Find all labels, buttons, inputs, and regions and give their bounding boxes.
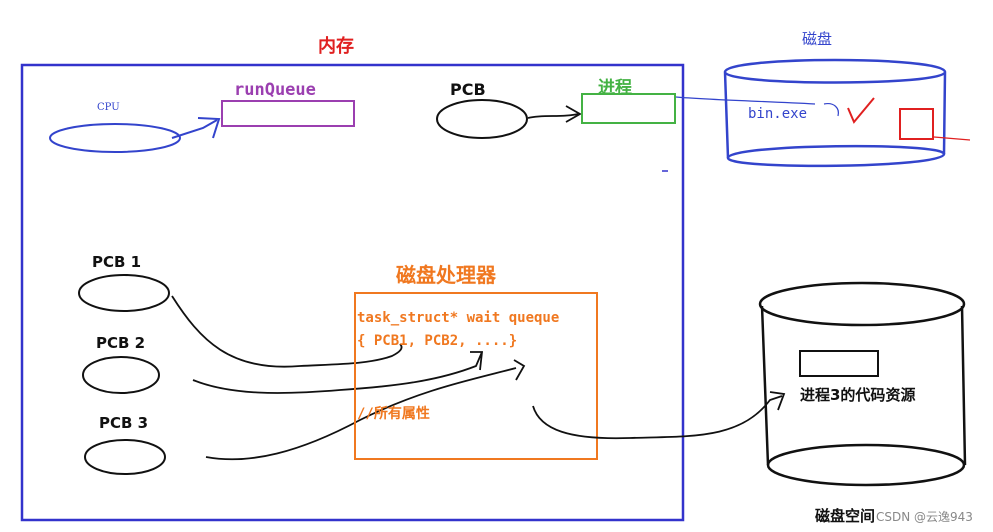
disk-processor-box [354,292,598,460]
disk-processor-title: 磁盘处理器 [396,263,496,287]
diskspace-top [758,281,966,327]
pcb1-label: PCB 1 [92,253,142,271]
pcb3-to-queue-curve [205,367,517,461]
disk-checkmark-icon [847,97,875,124]
pcb-arrowhead [565,105,582,123]
disk-link-curve [823,103,839,117]
diskspace-bottom [766,443,966,487]
runqueue-box [221,100,355,127]
cpu-to-runqueue-arrow [171,119,218,139]
disk-file-label: bin.exe [748,106,808,122]
pcb-label: PCB [450,80,486,99]
pcb3-arrowhead [513,359,526,381]
pcb2-label: PCB 2 [96,334,146,352]
processor-to-diskspace-curve [532,395,783,440]
pcb-to-process-arrow [527,113,579,119]
wait-queue-line: task_struct* wait queque [357,310,560,326]
process-label: 进程 [598,78,632,98]
disk-title: 磁盘 [802,30,833,48]
watermark: CSDN @云逸943 [876,510,973,524]
memory-title: 内存 [318,36,354,57]
disk-bottom-ellipse [726,144,946,160]
pcb1-to-queue-curve [171,295,403,368]
runqueue-label: runQueue [234,80,316,100]
pcb-node [436,99,528,139]
pcb2-to-queue-curve [192,351,483,394]
code-resource-label: 进程3的代码资源 [800,386,916,404]
process-box [581,93,676,124]
cpu-arrowhead [197,117,221,139]
code-resource-block [799,350,879,377]
process-to-disk-line [675,96,816,105]
disk-red-block [899,108,934,140]
pcb2-node [82,356,160,394]
disk-space-caption: 磁盘空间 [815,507,876,525]
diskspace-arrowhead [769,391,786,411]
wait-queue-members: { PCB1, PCB2, ....} [357,333,518,349]
disk-red-arrow [933,136,971,141]
diskspace-sides [760,305,967,466]
cpu-node [49,123,181,153]
attributes-comment: //所有属性 [357,406,430,422]
pcb2-arrowhead [470,351,484,371]
disk-cylinder [723,58,947,168]
memory-frame [20,63,685,522]
pcb3-label: PCB 3 [99,414,149,432]
cpu-label: CPU [97,102,120,113]
pcb1-node [78,274,170,312]
pcb3-node [84,439,166,475]
